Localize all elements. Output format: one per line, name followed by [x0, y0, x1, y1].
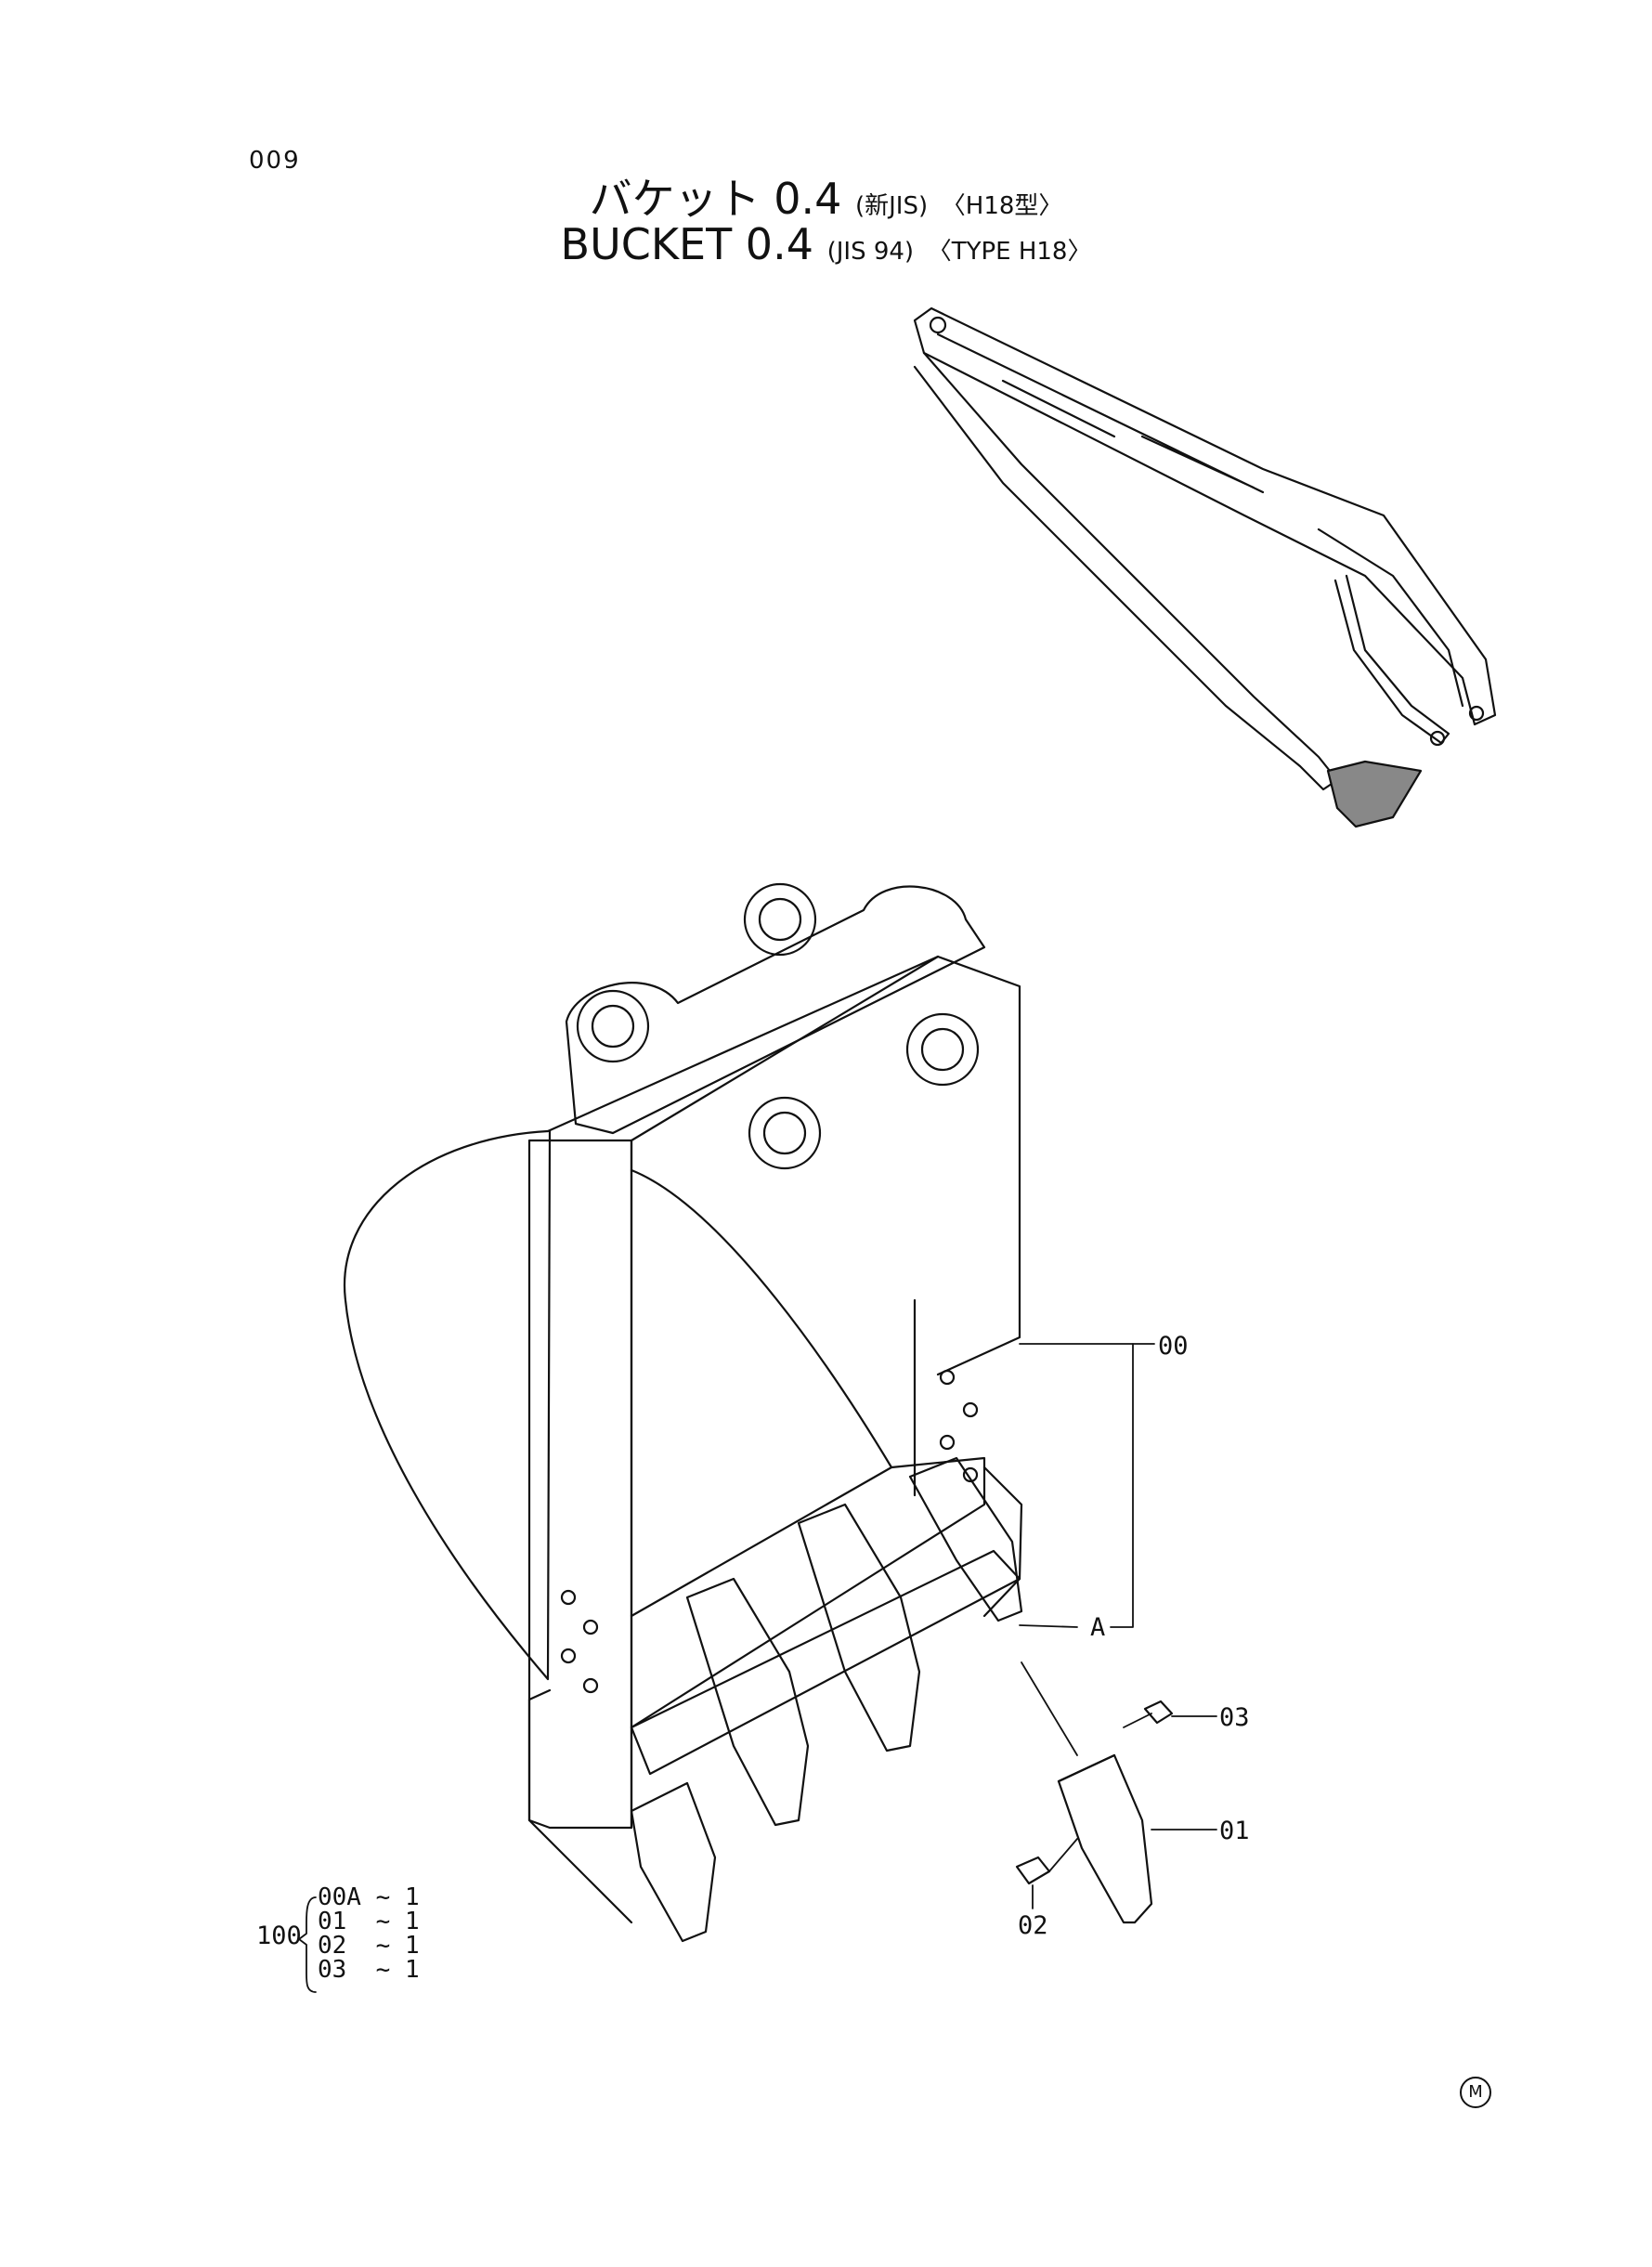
lock-03	[1143, 1700, 1174, 1725]
callout-01: 01	[1219, 1817, 1250, 1845]
title-english: BUCKET 0.4 (JIS 94) 〈TYPE H18〉	[0, 219, 1652, 269]
title-japanese: バケット 0.4 (新JIS) 〈H18型〉	[0, 165, 1652, 227]
assembly-qty: 1	[404, 1908, 420, 1935]
callout-00: 00	[1158, 1332, 1189, 1361]
callout-A: A	[1090, 1613, 1106, 1642]
assembly-qty: 1	[404, 1956, 420, 1984]
m-mark: M	[1460, 2077, 1491, 2108]
title-jp-type: 〈H18型〉	[941, 192, 1063, 220]
assembly-part: 02	[318, 1932, 347, 1960]
title-en-type: 〈TYPE H18〉	[927, 238, 1092, 266]
pin-02	[1015, 1856, 1051, 1885]
leader-lines	[298, 1343, 1217, 1993]
bucket-teeth	[630, 1456, 1023, 1943]
assembly-part: 01	[318, 1908, 347, 1935]
assembly-part: 03	[318, 1956, 347, 1984]
bucket-shell	[343, 1129, 552, 1681]
assembly-row: 02 ~ 1	[318, 1932, 420, 1960]
page-number: 009	[249, 147, 301, 175]
assembly-row: 01 ~ 1	[318, 1908, 420, 1935]
assembly-qty: 1	[404, 1883, 420, 1911]
title-jp-main: バケット 0.4	[589, 174, 842, 224]
bucket-main	[343, 882, 1023, 1924]
excavator-arm-overview	[913, 306, 1497, 828]
assembly-list: 00A ~ 1 01 ~ 1 02 ~ 1 03 ~ 1	[318, 1885, 420, 1982]
assembly-part: 00A	[318, 1883, 361, 1911]
assembly-row: 03 ~ 1	[318, 1956, 420, 1984]
assembly-number: 100	[256, 1922, 302, 1950]
title-en-spec: (JIS 94)	[826, 238, 915, 266]
callout-02: 02	[1018, 1911, 1048, 1940]
title-en-main: BUCKET 0.4	[560, 219, 813, 269]
assembly-row: 00A ~ 1	[318, 1883, 420, 1911]
title-jp-spec: (新JIS)	[855, 192, 929, 220]
exploded-tooth-01	[1057, 1753, 1153, 1924]
assembly-qty: 1	[404, 1932, 420, 1960]
callout-03: 03	[1219, 1703, 1250, 1732]
